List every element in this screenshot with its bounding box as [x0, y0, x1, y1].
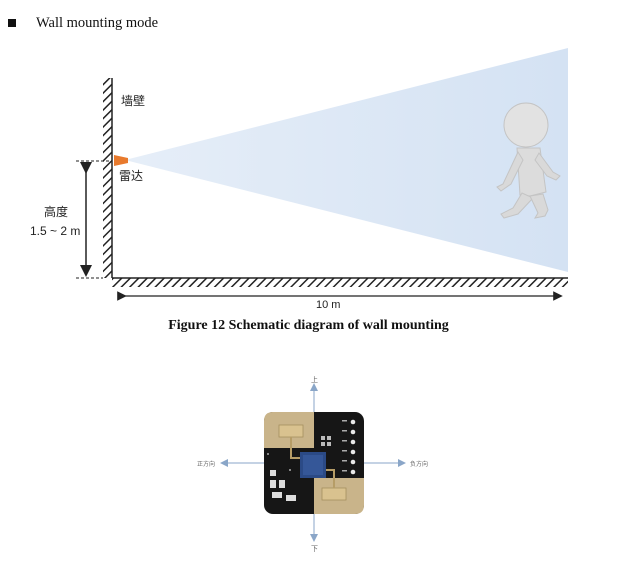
down-label: 下	[311, 545, 318, 553]
bullet-icon	[8, 19, 16, 27]
left-label: 正方向	[197, 460, 215, 468]
floor	[112, 278, 568, 287]
person-icon	[496, 102, 561, 219]
radar-beam	[125, 48, 568, 272]
height-range: 1.5 ~ 2 m	[30, 224, 80, 238]
distance-label: 10 m	[316, 299, 340, 311]
radar-sensor-icon	[114, 155, 128, 166]
figure-caption: Figure 12 Schematic diagram of wall moun…	[168, 318, 449, 333]
up-label: 上	[311, 375, 318, 384]
module-orientation-figure: 上 下 正方向 负方向	[197, 375, 428, 553]
height-label: 高度	[44, 204, 68, 219]
section-title: Wall mounting mode	[36, 14, 159, 31]
right-label: 负方向	[410, 460, 428, 468]
radar-label: 雷达	[119, 169, 143, 183]
radar-module-board	[264, 412, 364, 514]
wall	[103, 78, 112, 278]
section-heading: Wall mounting mode	[8, 13, 158, 33]
wall-mounting-figure: 墙壁 雷达 高度 1.5 ~ 2 m 10 m	[30, 48, 568, 311]
wall-label: 墙壁	[121, 93, 145, 108]
